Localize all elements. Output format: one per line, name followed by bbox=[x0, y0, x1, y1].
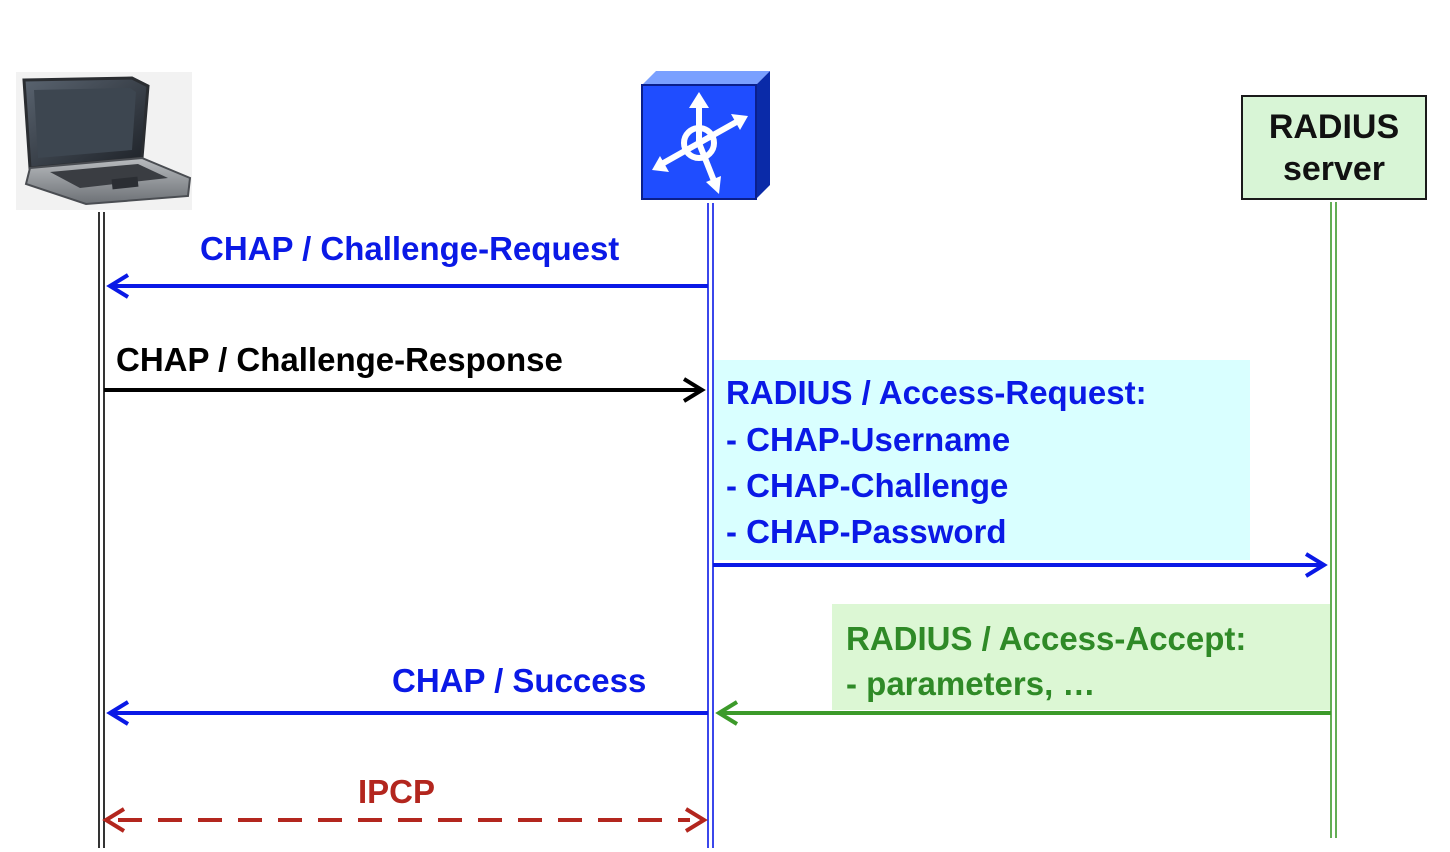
lifeline-nas bbox=[707, 203, 714, 848]
arrow-access-request bbox=[713, 552, 1328, 578]
access-request-background bbox=[713, 360, 1250, 560]
label-ipcp: IPCP bbox=[358, 773, 436, 810]
label-challenge-response: CHAP / Challenge-Response bbox=[116, 341, 563, 378]
radius-server-box: RADIUS server bbox=[1241, 95, 1427, 200]
label-access-request-title: RADIUS / Access-Request: bbox=[726, 374, 1147, 411]
label-chap-success: CHAP / Success bbox=[392, 662, 647, 699]
label-access-request-item: - CHAP-Password bbox=[726, 513, 1007, 550]
access-accept-background bbox=[832, 604, 1330, 710]
arrow-ipcp bbox=[102, 807, 708, 833]
arrow-access-accept bbox=[715, 700, 1331, 726]
label-challenge-request: CHAP / Challenge-Request bbox=[200, 230, 620, 267]
label-access-request-item: - CHAP-Challenge bbox=[726, 467, 1009, 504]
radius-server-label-line2: server bbox=[1282, 149, 1386, 188]
router-icon bbox=[641, 71, 770, 200]
radius-server-label-line1: RADIUS bbox=[1268, 107, 1400, 146]
arrow-challenge-response bbox=[104, 377, 706, 403]
label-access-request-item: - CHAP-Username bbox=[726, 421, 1011, 458]
arrow-challenge-request bbox=[106, 273, 708, 299]
label-access-accept-title: RADIUS / Access-Accept: bbox=[846, 620, 1247, 657]
arrow-chap-success bbox=[106, 700, 708, 726]
lifeline-radius-server bbox=[1330, 202, 1337, 838]
lifeline-client bbox=[98, 212, 105, 848]
label-access-accept-item: - parameters, … bbox=[846, 665, 1096, 702]
laptop-icon bbox=[16, 72, 192, 210]
